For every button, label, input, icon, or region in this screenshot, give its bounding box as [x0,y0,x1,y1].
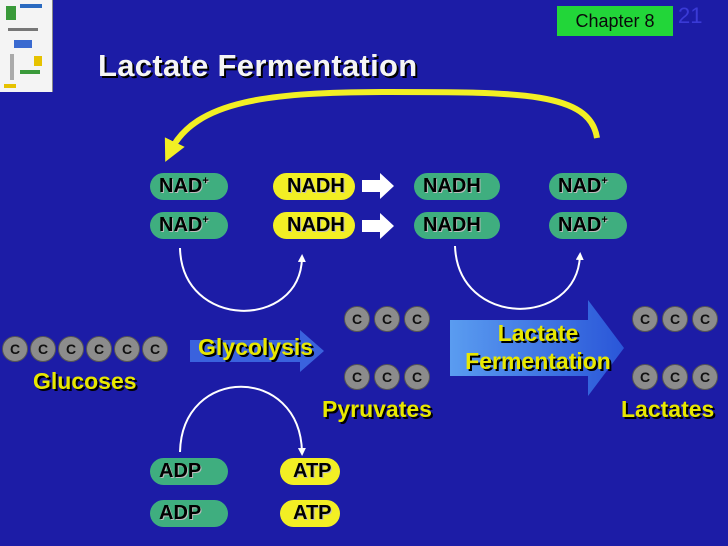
adp-pill: ADP [150,500,228,527]
carbon-atom: C [344,306,370,332]
adp-pill: ADP [150,458,228,485]
fermentation-arrow [450,300,624,396]
glucoses-label: Glucoses [33,368,137,394]
nadh-pill: NADH [273,173,355,200]
lactates-label: Lactates [621,396,715,422]
carbon-atom: C [58,336,84,362]
pyruvates-label: Pyruvates [322,396,432,422]
carbon-atom: C [692,364,718,390]
carbon-atom: C [692,306,718,332]
carbon-atom: C [142,336,168,362]
glycolysis-label: Glycolysis [198,334,314,360]
nad-charge: + [601,175,608,187]
nad-plus-pill: NAD+ [150,173,228,200]
atp-pill: ATP [280,458,340,485]
nad-plus-pill: NAD+ [150,212,228,239]
carbon-atom: C [2,336,28,362]
slide-title: Lactate Fermentation [98,48,418,83]
block-arrow-icon [362,173,394,199]
nadh-pill: NADH [414,173,500,200]
nad-plus-pill: NAD+ [549,173,627,200]
carbon-atom: C [404,306,430,332]
thumbnail-sketch [4,4,42,88]
block-arrow-icon [362,213,394,239]
carbon-atom: C [632,364,658,390]
nad-label: NAD [159,175,203,197]
carbon-atom: C [632,306,658,332]
carbon-atom: C [344,364,370,390]
slide-number: 21 [678,3,703,28]
lactate-fermentation-label: Lactate Fermentation [465,320,611,374]
nadh-pill: NADH [273,212,355,239]
chapter-badge: Chapter 8 [557,6,673,36]
adp-to-atp-connector [179,385,306,456]
outline-thumbnail-image [0,0,53,92]
carbon-atom: C [374,306,400,332]
nadh-to-nad-connector [454,245,584,310]
nad-charge: + [601,214,608,226]
carbon-atom: C [86,336,112,362]
nad-label: NAD [558,175,602,197]
carbon-atom: C [662,364,688,390]
nad-label: NAD [558,214,602,236]
nadh-pill: NADH [414,212,500,239]
carbon-atom: C [662,306,688,332]
nad-plus-pill: NAD+ [549,212,627,239]
nad-charge: + [202,175,209,187]
nad-regeneration-arrow [164,88,600,162]
carbon-atom: C [114,336,140,362]
carbon-atom: C [374,364,400,390]
carbon-atom: C [404,364,430,390]
atp-pill: ATP [280,500,340,527]
nad-to-nadh-connector [179,247,306,312]
nad-charge: + [202,214,209,226]
carbon-atom: C [30,336,56,362]
glycolysis-arrow [190,330,324,372]
nad-label: NAD [159,214,203,236]
